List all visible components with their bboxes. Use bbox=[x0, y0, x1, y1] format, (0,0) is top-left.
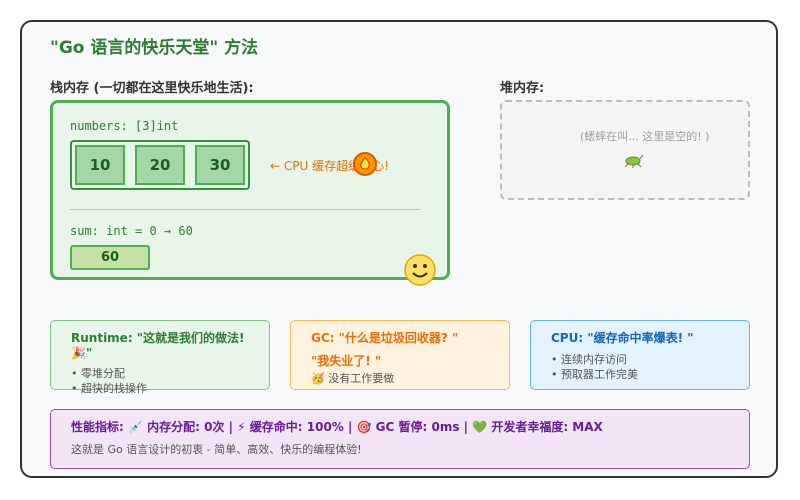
page-title: "Go 语言的快乐天堂" 方法 bbox=[50, 38, 259, 58]
array-cell: 20 bbox=[135, 145, 185, 185]
cpu-card-item: • 预取器工作完美 bbox=[551, 368, 638, 381]
cricket-icon bbox=[624, 154, 643, 168]
performance-metrics-box: 性能指标: 💉 内存分配: 0次 | ⚡ 缓存命中: 100% | 🎯 GC 暂… bbox=[50, 409, 750, 469]
smile-icon bbox=[404, 254, 436, 286]
stack-divider bbox=[70, 209, 420, 210]
gc-card-item: 🥳 没有工作要做 bbox=[311, 372, 395, 385]
gc-card-subtitle: "我失业了! " bbox=[311, 354, 382, 368]
performance-metrics-title: 性能指标: 💉 内存分配: 0次 | ⚡ 缓存命中: 100% | 🎯 GC 暂… bbox=[71, 420, 603, 434]
fire-icon bbox=[353, 152, 377, 176]
array-cell: 10 bbox=[75, 145, 125, 185]
gc-card-title: GC: "什么是垃圾回收器? " bbox=[311, 331, 459, 345]
array-cell: 30 bbox=[195, 145, 245, 185]
heap-memory-box bbox=[500, 100, 750, 200]
performance-metrics-subtitle: 这就是 Go 语言设计的初衷 - 简单、高效、快乐的编程体验! bbox=[71, 443, 362, 456]
sum-declaration: sum: int = 0 → 60 bbox=[70, 224, 193, 238]
heap-empty-note: (蟋蟀在叫... 这里是空的! ) bbox=[580, 130, 710, 143]
cpu-card: CPU: "缓存命中率爆表! " • 连续内存访问 • 预取器工作完美 bbox=[530, 320, 750, 390]
stack-label: 栈内存 (一切都在这里快乐地生活): bbox=[50, 81, 254, 96]
runtime-card-item: • 零堆分配 bbox=[71, 367, 125, 380]
gc-card: GC: "什么是垃圾回收器? " "我失业了! " 🥳 没有工作要做 bbox=[290, 320, 510, 390]
cpu-card-title: CPU: "缓存命中率爆表! " bbox=[551, 331, 694, 345]
sum-value-box: 60 bbox=[70, 245, 150, 270]
runtime-card-title: Runtime: "这就是我们的做法! 🎉" bbox=[71, 331, 245, 360]
cpu-card-item: • 连续内存访问 bbox=[551, 353, 627, 366]
runtime-card: Runtime: "这就是我们的做法! 🎉" • 零堆分配 • 超快的栈操作 bbox=[50, 320, 270, 395]
heap-label: 堆内存: bbox=[500, 81, 545, 96]
array-declaration: numbers: [3]int bbox=[70, 119, 179, 133]
runtime-card-item: • 超快的栈操作 bbox=[71, 382, 147, 395]
